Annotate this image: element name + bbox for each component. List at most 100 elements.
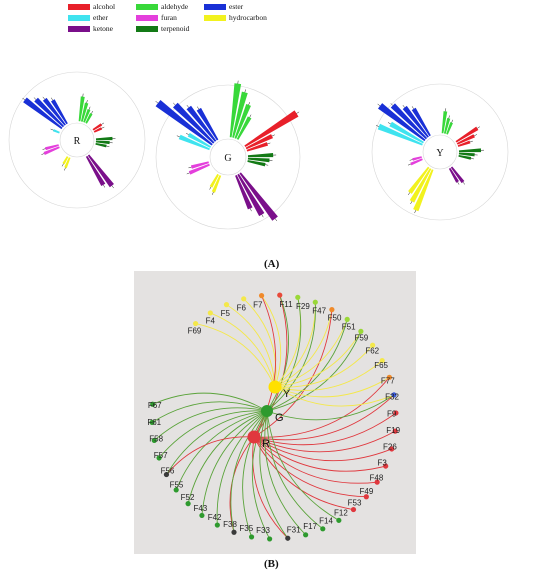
- network-node-F7: [258, 293, 265, 299]
- network-edge-F56-G: [166, 410, 268, 475]
- network-node-label: F31: [287, 525, 301, 534]
- radial-bar-terpenoid: [247, 160, 266, 167]
- network-edge-F4-Y: [210, 312, 276, 388]
- network-edge-F32-Y: [274, 386, 395, 407]
- network-hub-G: [261, 405, 273, 417]
- network-node-label: F38: [223, 520, 237, 529]
- error-bar: [41, 153, 45, 155]
- network-node-F69: [192, 320, 199, 327]
- network-node-F57: [156, 455, 162, 461]
- network-node-F19: [392, 428, 398, 434]
- legend-label: hydrocarbon: [229, 13, 267, 22]
- radial-bar-terpenoid: [458, 152, 475, 157]
- network-node-label: F12: [334, 509, 348, 518]
- network-node-label: F6: [237, 304, 247, 313]
- network-edge-F62-Y: [274, 344, 373, 388]
- radial-bar-aldehyde: [441, 111, 448, 134]
- error-bar: [451, 119, 453, 123]
- radial-bar-alcohol: [457, 140, 471, 147]
- error-bar: [172, 102, 176, 106]
- network-edge-F58-G: [153, 407, 268, 441]
- error-bar: [411, 106, 414, 110]
- radial-bar-ether: [389, 121, 424, 144]
- network-node-F50: [329, 307, 335, 313]
- radial-bar-alcohol: [244, 110, 299, 148]
- legend-swatch: [136, 4, 158, 11]
- error-bar: [64, 167, 66, 171]
- network-edge-F32-R: [253, 394, 395, 441]
- legend-item-ester: ester: [204, 2, 243, 11]
- network-node-label: F67: [148, 401, 162, 410]
- legend-label: ether: [93, 13, 108, 22]
- error-bar: [477, 126, 480, 129]
- network-node-label: F29: [296, 302, 310, 311]
- error-bar: [470, 158, 474, 160]
- network-node-F17: [303, 532, 309, 538]
- radial-bar-terpenoid: [458, 154, 472, 160]
- network-node-F6: [241, 296, 247, 302]
- radial-bar-ketone: [450, 166, 465, 184]
- legend-label: ketone: [93, 24, 113, 33]
- network-edge-F33-G: [251, 410, 271, 540]
- network-edge-F19-R: [253, 430, 396, 453]
- network-edge-F49-R: [253, 436, 367, 498]
- radial-bar-terpenoid: [247, 153, 274, 158]
- network-node-F31: [285, 535, 291, 541]
- network-node-F61: [149, 419, 155, 426]
- legend-swatch: [204, 4, 226, 11]
- network-node-F55: [173, 487, 179, 493]
- network-node-F59: [358, 328, 364, 334]
- network-node-F32: [391, 392, 397, 398]
- radial-bar-furan: [45, 144, 59, 151]
- error-bar: [186, 104, 189, 108]
- network-edge-F11-G: [266, 294, 289, 412]
- network-edge-F14-G: [266, 410, 324, 530]
- network-node-label: F55: [170, 481, 184, 490]
- network-node-label: F4: [206, 317, 216, 326]
- network-edge-F77-R: [253, 377, 390, 438]
- network-hub-label: R: [262, 438, 270, 450]
- error-bar: [414, 210, 417, 214]
- network-edge-F5-Y: [226, 304, 276, 388]
- network-edge-F51-G: [266, 319, 348, 412]
- network-edge-F9-R: [253, 412, 397, 446]
- network-edge-F52-G: [187, 410, 268, 504]
- network-node-F26: [389, 446, 395, 452]
- network-node-F53: [350, 506, 357, 513]
- error-bar: [176, 135, 180, 138]
- error-bar: [407, 163, 411, 166]
- network-node-label: F47: [312, 307, 326, 316]
- error-bar: [61, 163, 64, 167]
- network-node-label: F56: [161, 466, 175, 475]
- legend-swatch: [204, 15, 226, 22]
- error-bar: [448, 115, 450, 119]
- network-node-label: F50: [328, 314, 342, 323]
- network-edge-F38-G: [230, 410, 268, 533]
- radial-bar-ether: [52, 129, 60, 134]
- network-edge-F57-G: [158, 410, 268, 459]
- error-bar: [155, 101, 159, 104]
- legend-label: furan: [161, 13, 177, 22]
- network-node-F9: [393, 410, 399, 416]
- error-bar: [469, 140, 473, 143]
- radial-bar-ester: [411, 107, 431, 137]
- network-node-label: F62: [365, 346, 379, 355]
- network-node-label: F59: [354, 334, 368, 343]
- network-node-F35: [248, 534, 255, 540]
- network-node-label: F61: [147, 418, 161, 427]
- error-bar: [188, 166, 192, 169]
- radial-bar-ketone: [87, 154, 114, 188]
- radial-bar-terpenoid: [95, 142, 107, 148]
- legend-item-ketone: ketone: [68, 24, 113, 33]
- radial-bar-furan: [188, 163, 210, 175]
- network-hub-Y: [268, 380, 282, 394]
- radial-bar-ketone: [85, 155, 106, 186]
- radial-bar-aldehyde: [232, 91, 248, 138]
- legend-swatch: [68, 4, 90, 11]
- network-edge-F77-Y: [274, 376, 390, 398]
- error-bar: [186, 172, 190, 175]
- network-node-label: F57: [154, 451, 168, 460]
- error-bar: [274, 218, 278, 222]
